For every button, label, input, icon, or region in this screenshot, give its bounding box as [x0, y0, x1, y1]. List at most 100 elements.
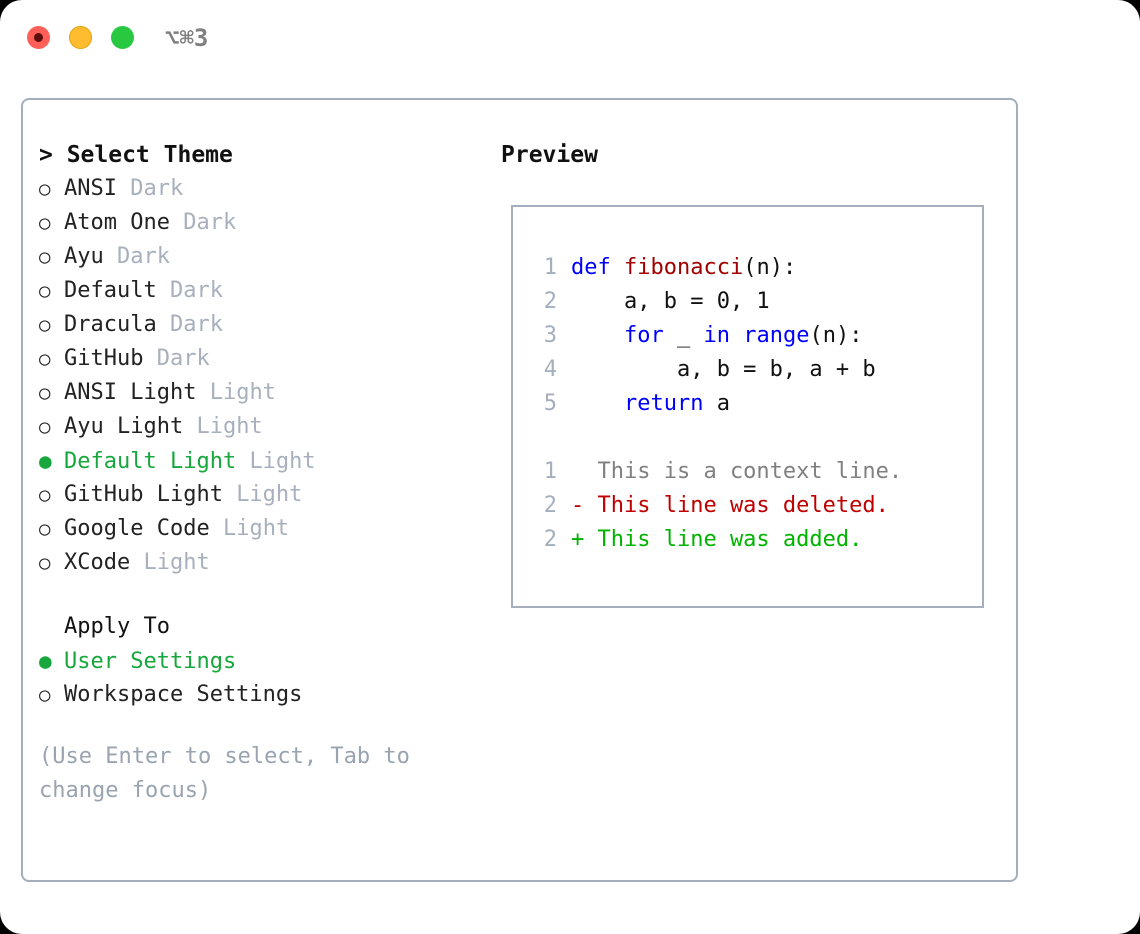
theme-option-default[interactable]: ○Default Dark — [39, 274, 469, 308]
code-token-plain: a, b = 0, 1 — [571, 289, 770, 314]
theme-option-variant: Dark — [169, 312, 223, 337]
radio-unselected-icon: ○ — [39, 314, 51, 336]
code-line: 3 for _ in range(n): — [527, 319, 976, 353]
close-window-icon[interactable] — [27, 26, 50, 49]
code-text: return a — [571, 387, 730, 421]
theme-option-label: ANSI — [64, 176, 131, 201]
radio-unselected-icon: ○ — [39, 246, 51, 268]
code-line: 2 a, b = 0, 1 — [527, 285, 976, 319]
line-number: 1 — [543, 255, 557, 280]
theme-list: ○ANSI Dark○Atom One Dark○Ayu Dark○Defaul… — [39, 172, 469, 580]
code-token-kw: in — [703, 323, 730, 348]
theme-option-ansi[interactable]: ○ANSI Dark — [39, 172, 469, 206]
theme-option-ayu-light[interactable]: ○ Ayu Light Light — [39, 410, 469, 444]
theme-option-label: Ayu Light — [64, 414, 197, 439]
radio-unselected-icon: ○ — [39, 684, 51, 706]
apply-to-list: ● User Settings ○ Workspace Settings — [39, 644, 469, 712]
code-line: 4 a, b = b, a + b — [527, 353, 976, 387]
radio-unselected-icon: ○ — [39, 348, 51, 370]
keyboard-hint-text: (Use Enter to select, Tab to change focu… — [39, 744, 410, 803]
theme-option-dracula[interactable]: ○Dracula Dark — [39, 308, 469, 342]
theme-picker-column: > Select Theme ○ANSI Dark○Atom One Dark○… — [39, 138, 469, 808]
theme-option-variant: Light — [196, 414, 263, 439]
radio-selected-icon: ● — [39, 449, 52, 473]
maximize-window-icon[interactable] — [111, 26, 134, 49]
apply-to-option-user-settings[interactable]: ● User Settings — [39, 644, 469, 678]
theme-option-github[interactable]: ○ GitHub Dark — [39, 342, 469, 376]
apply-to-header: ○ Apply To — [39, 610, 469, 644]
theme-option-variant: Light — [236, 482, 303, 507]
code-text: def fibonacci(n): — [571, 251, 796, 285]
line-number: 2 — [543, 289, 557, 314]
radio-unselected-icon: ○ — [39, 382, 51, 404]
theme-option-xcode[interactable]: ○XCode Light — [39, 546, 469, 580]
theme-option-variant: Light — [209, 380, 276, 405]
theme-option-label: GitHub Light — [64, 482, 237, 507]
code-token-plain: (n): — [743, 255, 797, 280]
section-spacer — [39, 580, 469, 610]
radio-unselected-icon: ○ — [39, 484, 51, 506]
code-text: for _ in range(n): — [571, 319, 862, 353]
theme-option-variant: Dark — [169, 278, 223, 303]
line-number: 2 — [543, 527, 557, 552]
apply-to-label: Apply To — [64, 614, 170, 639]
line-number: 5 — [543, 391, 557, 416]
code-line: 5 return a — [527, 387, 976, 421]
diff-line-add: 2+ This line was added. — [527, 523, 976, 557]
radio-unselected-icon: ○ — [39, 518, 51, 540]
diff-block: 1 This is a context line. 2 - This line wa… — [527, 455, 976, 557]
line-number: 1 — [543, 459, 557, 484]
code-token-kw: def — [571, 255, 624, 280]
radio-unselected-icon: ○ — [39, 416, 51, 438]
theme-option-ansi-light[interactable]: ○ ANSI Light Light — [39, 376, 469, 410]
theme-option-default-light[interactable]: ●Default Light Light — [39, 444, 469, 478]
apply-to-option-label: Workspace Settings — [64, 682, 303, 707]
code-token-plain: a, b = b, a + b — [571, 357, 876, 382]
theme-option-variant: Light — [249, 449, 316, 474]
theme-option-label: ANSI Light — [64, 380, 210, 405]
theme-option-label: Atom One — [64, 210, 184, 235]
apply-to-option-label: User Settings — [64, 649, 237, 674]
window-controls — [27, 26, 134, 49]
radio-unselected-icon: ○ — [39, 178, 51, 200]
radio-selected-icon: ● — [39, 649, 52, 673]
apply-to-option-workspace-settings[interactable]: ○ Workspace Settings — [39, 678, 469, 712]
theme-option-variant: Light — [143, 550, 210, 575]
code-token-plain: a — [703, 391, 730, 416]
radio-unselected-icon: ○ — [39, 280, 51, 302]
line-number: 4 — [543, 357, 557, 382]
code-token-plain: (n): — [809, 323, 863, 348]
theme-option-label: Google Code — [64, 516, 223, 541]
diff-spacer — [527, 421, 976, 455]
line-number: 3 — [543, 323, 557, 348]
code-token-plain: _ — [663, 323, 704, 348]
code-line: 1 def fibonacci(n): — [527, 251, 976, 285]
theme-option-atom-one[interactable]: ○Atom One Dark — [39, 206, 469, 240]
radio-unselected-icon: ○ — [39, 552, 51, 574]
theme-option-github-light[interactable]: ○ GitHub Light Light — [39, 478, 469, 512]
theme-option-variant: Light — [222, 516, 290, 541]
radio-unselected-icon: ○ — [39, 212, 51, 234]
theme-option-label: GitHub — [64, 346, 157, 371]
select-theme-header: > Select Theme — [39, 142, 233, 168]
code-token-plain — [730, 323, 743, 348]
diff-text: - This line was deleted. — [571, 493, 889, 518]
main-panel: > Select Theme ○ANSI Dark○Atom One Dark○… — [21, 98, 1018, 882]
code-token-kw: for — [623, 323, 664, 348]
diff-text: This is a context line. — [571, 459, 903, 484]
line-number: 2 — [543, 493, 557, 518]
theme-option-variant: Dark — [156, 346, 210, 371]
code-token-plain — [571, 323, 624, 348]
code-text: a, b = 0, 1 — [571, 285, 770, 319]
theme-option-google-code[interactable]: ○ Google Code Light — [39, 512, 469, 546]
preview-title: Preview — [501, 142, 598, 168]
code-token-kw: return — [623, 391, 704, 416]
minimize-window-icon[interactable] — [69, 26, 92, 49]
theme-option-ayu[interactable]: ○Ayu Dark — [39, 240, 469, 274]
code-token-plain — [571, 391, 624, 416]
theme-option-label: Ayu — [64, 244, 117, 269]
